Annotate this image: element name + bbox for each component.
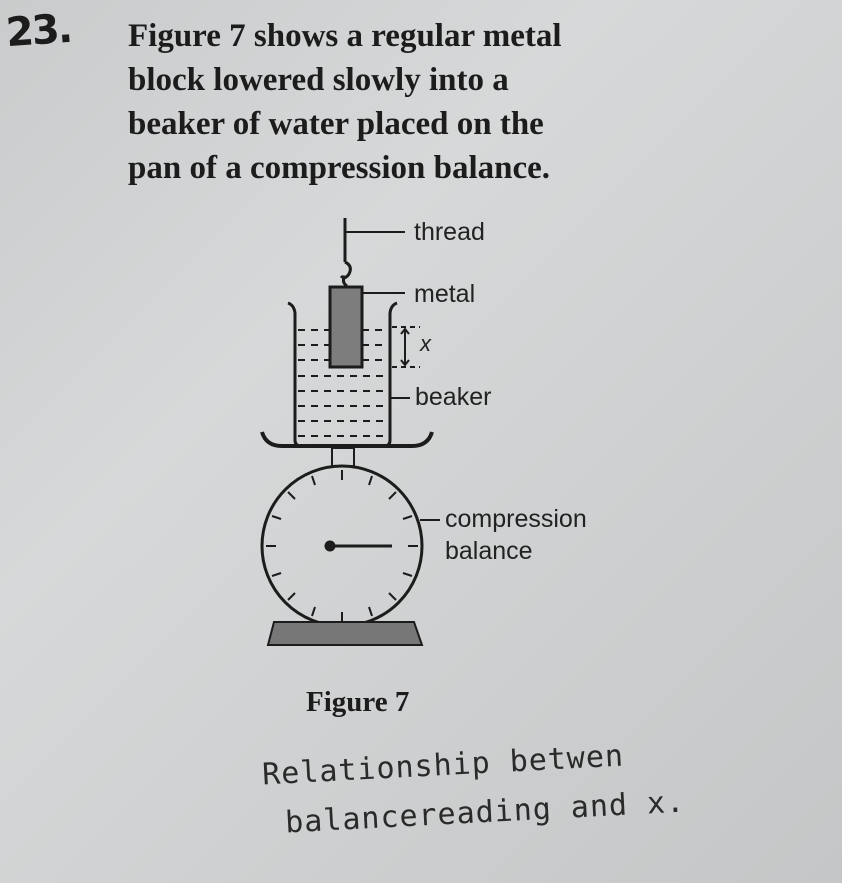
figure-caption: Figure 7 xyxy=(306,686,410,718)
question-text: Figure 7 shows a regular metal block low… xyxy=(128,14,562,190)
x-marker xyxy=(392,326,420,368)
question-line: pan of a compression balance. xyxy=(128,150,551,186)
label-beaker: beaker xyxy=(415,383,492,411)
label-metal: metal xyxy=(414,280,476,308)
water-dashes xyxy=(298,329,388,437)
question-line: Figure 7 shows a regular metal xyxy=(128,18,562,54)
dial-pivot xyxy=(324,540,336,552)
balance-stem xyxy=(331,447,355,467)
question-line: block lowered slowly into a xyxy=(128,62,509,98)
balance-pan xyxy=(260,431,434,448)
label-x: x xyxy=(420,331,431,356)
metal-block xyxy=(328,285,364,369)
label-balance: balance xyxy=(445,537,533,565)
balance-base xyxy=(266,621,424,646)
label-thread: thread xyxy=(414,218,485,246)
question-line: beaker of water placed on the xyxy=(128,106,544,142)
balance-dial xyxy=(260,464,440,628)
label-compression: compression xyxy=(445,505,587,533)
thread-icon xyxy=(339,218,405,288)
